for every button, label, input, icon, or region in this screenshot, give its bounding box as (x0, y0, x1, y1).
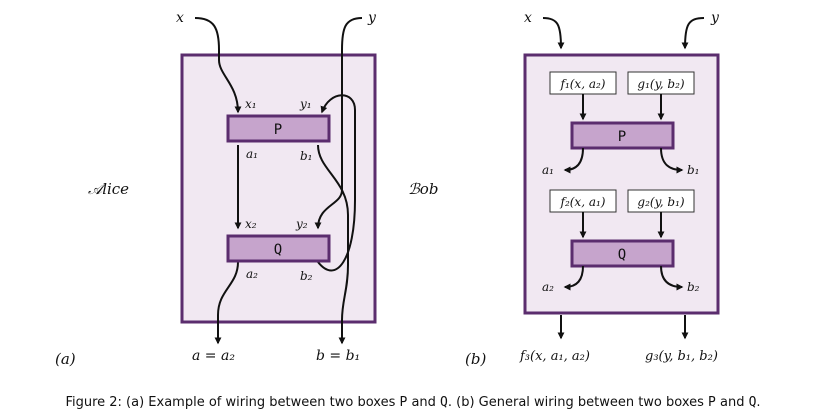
g2-label: g₂(y, b₁) (637, 195, 684, 209)
caption-q2: Q (749, 395, 757, 410)
label-g3: g₃(y, b₁, b₂) (645, 349, 718, 364)
caption-mid: . (b) General wiring between two boxes (448, 395, 708, 410)
wire-y-down (341, 17, 363, 190)
box-q-label-a: Q (274, 242, 282, 258)
label-b2-b: b₂ (687, 280, 700, 294)
box-q-a (226, 234, 331, 263)
label-b1: b₁ (300, 149, 313, 163)
label-y-in-b: y (710, 10, 720, 26)
wire-x-to-p (194, 17, 242, 114)
wire-x-in-b (542, 17, 565, 50)
box-q-b (570, 239, 675, 268)
wire-y-in-b (681, 17, 705, 50)
label-bob: ℬob (408, 180, 438, 198)
wire-a2-out (563, 265, 584, 291)
label-alice: 𝒜lice (88, 180, 129, 198)
label-a1-b: a₁ (542, 163, 554, 177)
label-a2: a₂ (246, 267, 258, 281)
caption-q1: Q (440, 395, 448, 410)
panel-a: P Q x y x₁ y₁ a₁ b₁ x₂ y₂ a₂ b₂ 𝒜lice a … (55, 10, 377, 368)
caption-end: . (756, 395, 760, 410)
wire-b2-out (660, 265, 684, 291)
caption-prefix: Figure 2: (a) Example of wiring between … (65, 395, 399, 410)
label-a2-b: a₂ (542, 280, 554, 294)
label-y2: y₂ (295, 217, 308, 231)
wire-b1-to-out (317, 144, 349, 321)
caption-and2: and (716, 395, 749, 410)
wire-a-out (214, 261, 239, 345)
label-f3: f₃(x, a₁, a₂) (519, 349, 590, 364)
wire-a1-out (563, 147, 584, 174)
caption-and1: and (407, 395, 440, 410)
caption-p2: P (708, 395, 716, 410)
wire-a2-to-p-y1 (317, 94, 356, 272)
box-p-b (570, 121, 675, 150)
label-x-in-b: x (524, 10, 532, 26)
label-a1: a₁ (246, 147, 258, 161)
panel-a-label: (a) (55, 350, 76, 368)
label-x-in-a: x (176, 10, 184, 26)
label-y1: y₁ (299, 97, 312, 111)
box-p-label-b: P (618, 129, 626, 145)
label-x2: x₂ (245, 217, 257, 231)
label-out-b: b = b₁ (316, 348, 360, 364)
wire-b1-out (660, 147, 684, 174)
frame-b (523, 53, 720, 315)
label-x1: x₁ (245, 97, 257, 111)
box-p-label-a: P (274, 122, 282, 138)
panel-b: f₁(x, a₂) g₁(y, b₂) P a₁ b₁ f₂(x, a₁) g₂… (408, 10, 720, 368)
box-q-label-b: Q (618, 247, 626, 263)
wire-y-to-q (314, 189, 343, 230)
caption-p1: P (399, 395, 407, 410)
label-b2: b₂ (300, 269, 313, 283)
f2-label: f₂(x, a₁) (560, 195, 606, 209)
f1-label: f₁(x, a₂) (560, 77, 606, 91)
label-b1-b: b₁ (687, 163, 700, 177)
label-y-in-a: y (367, 10, 377, 26)
figure-caption: Figure 2: (a) Example of wiring between … (65, 395, 760, 410)
label-out-a: a = a₂ (192, 348, 235, 364)
panel-b-label: (b) (465, 350, 486, 368)
g1-label: g₁(y, b₂) (637, 77, 684, 91)
box-p-a (226, 114, 331, 143)
